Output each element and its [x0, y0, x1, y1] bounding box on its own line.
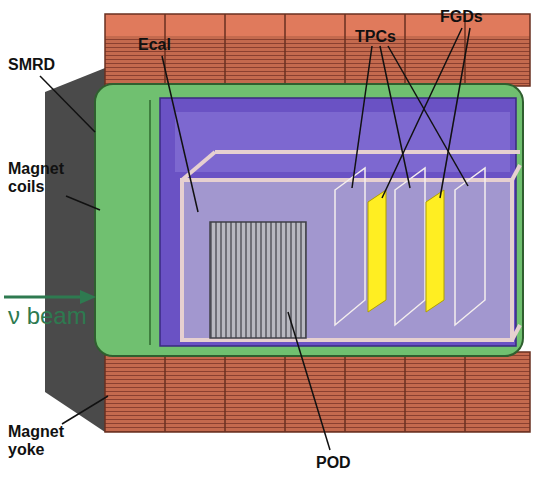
fgd [368, 190, 386, 312]
tpc-frames [335, 168, 485, 325]
part-label: Magnet yoke [8, 423, 80, 460]
basket-frame [182, 152, 520, 340]
pod-module [210, 222, 306, 338]
leader-lines [40, 28, 470, 450]
part-label: Magnet coils [8, 160, 80, 197]
magnet-yoke-bottom [105, 352, 530, 432]
part-label: TPCs [355, 28, 396, 46]
part-label: POD [316, 454, 351, 472]
magnet-coil [95, 84, 523, 356]
part-label: Ecal [138, 36, 171, 54]
beam-label: ν beam [8, 302, 87, 330]
beam-arrow [4, 290, 96, 304]
fgd [426, 190, 444, 312]
part-label: FGDs [440, 8, 483, 26]
ecal [160, 98, 516, 346]
part-label: SMRD [8, 56, 55, 74]
